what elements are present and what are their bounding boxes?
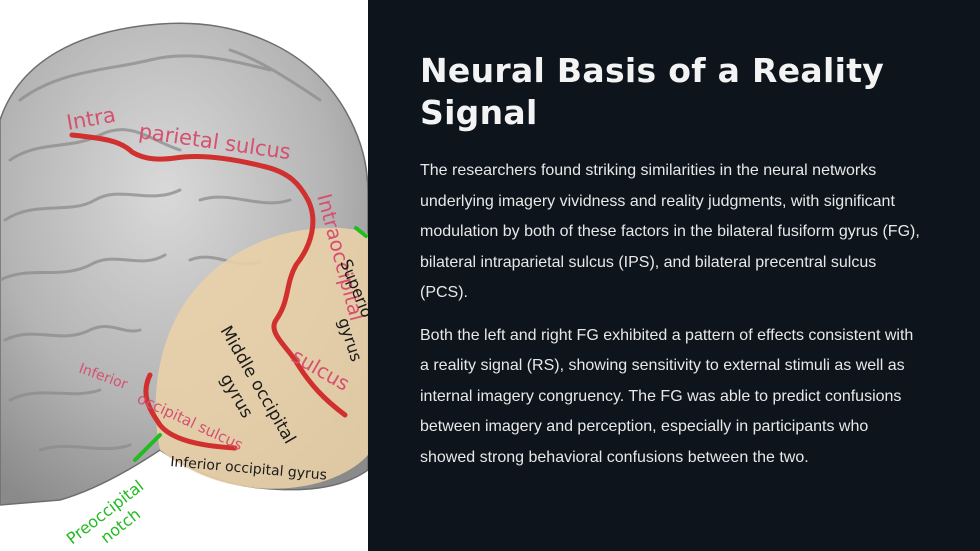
preoccipital-notch-marker: [133, 433, 162, 462]
intraoccipital-sulcus: [271, 197, 348, 418]
paragraph-2: Both the left and right FG exhibited a p…: [420, 326, 914, 466]
brain-figure: Intra parietal sulcus Intraoccipital sul…: [0, 0, 368, 551]
intraparietal-sulcus: [69, 132, 311, 203]
paragraph-1: The researchers found striking similarit…: [420, 162, 920, 301]
occipital-region: [155, 227, 368, 489]
notch-edge-marker: [354, 226, 368, 238]
brain-illustration: Intra parietal sulcus Intraoccipital sul…: [0, 22, 368, 548]
slide-title: Neural Basis of a Reality Signal: [420, 51, 885, 132]
gyral-folds: [0, 48, 322, 452]
inferior-occipital-sulcus: [143, 372, 238, 451]
text-panel: Neural Basis of a Reality Signal The res…: [368, 0, 980, 551]
sulci: [69, 132, 348, 451]
